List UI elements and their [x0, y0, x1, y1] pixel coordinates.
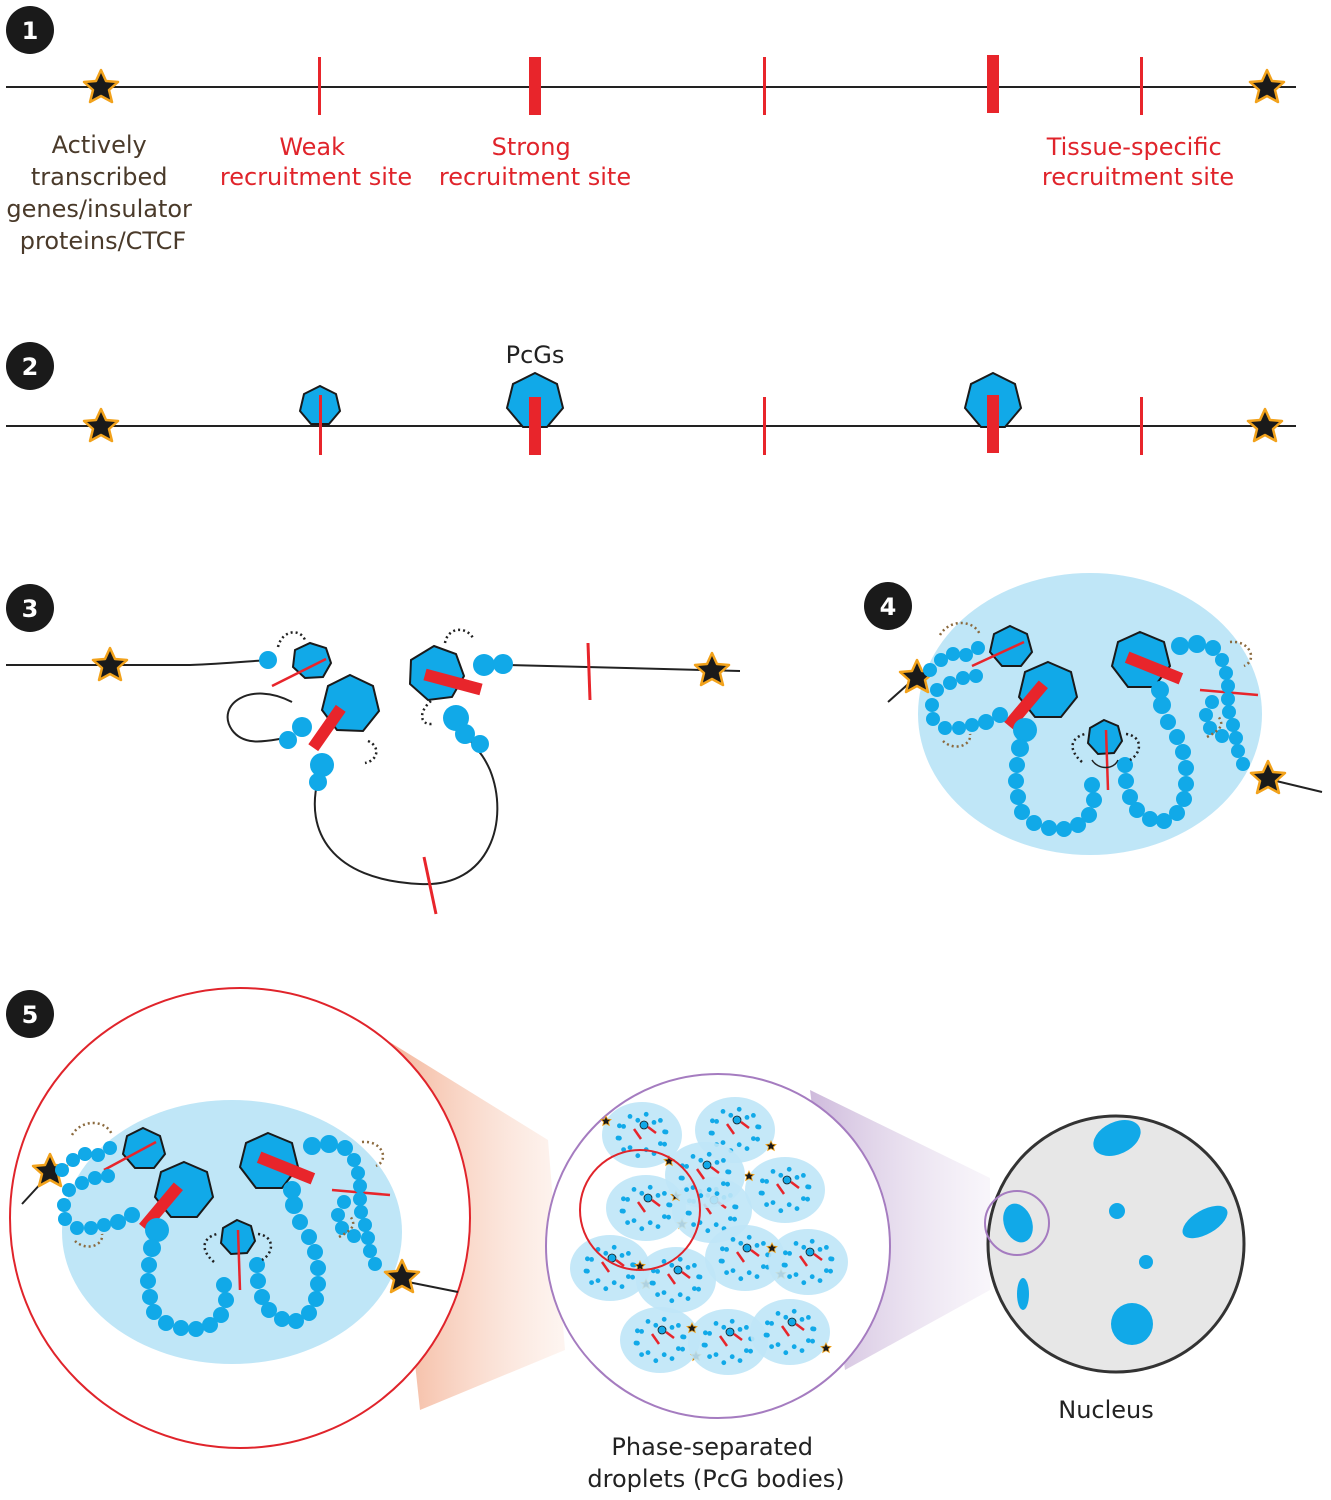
star-icon	[1248, 68, 1286, 104]
star-icon	[1246, 407, 1284, 443]
nucleosome-cluster	[259, 651, 513, 791]
svg-text:2: 2	[22, 353, 39, 381]
mini-droplet	[750, 1299, 832, 1365]
pcgs-label: PcGs	[506, 341, 565, 369]
weak-recruitment-site	[971, 640, 1025, 668]
droplet-cluster	[570, 1097, 848, 1375]
step-4-badge: 4	[864, 582, 912, 630]
panel-4	[887, 573, 1323, 855]
svg-text:3: 3	[22, 595, 39, 623]
panel-3	[6, 628, 741, 915]
mini-droplet	[663, 1142, 745, 1208]
star-icon	[91, 646, 129, 682]
nucleosome-cluster	[923, 635, 1250, 837]
svg-text:5: 5	[22, 1001, 39, 1029]
strong-recruitment-site	[139, 1182, 183, 1232]
strong-recruitment-site-2	[987, 55, 999, 113]
weak-recruitment-site-2	[763, 57, 766, 115]
weak-recruitment-site	[1104, 729, 1110, 791]
strong-recruitment-site	[308, 704, 346, 752]
strong-recruitment-site	[256, 1151, 316, 1185]
mini-droplet	[620, 1307, 702, 1373]
mini-droplet	[570, 1235, 652, 1301]
curved-arrow-icon	[1071, 732, 1141, 763]
weak-recruitment-site	[422, 856, 438, 915]
mini-droplet	[686, 1309, 768, 1375]
panel-5: Nucleus Phase-separated droplets (PcG bo…	[9, 987, 1246, 1493]
pcg-heptagon-icon	[988, 624, 1034, 667]
tissue-specific-recruitment-site	[1140, 57, 1143, 115]
strong-recruitment-site-2	[987, 395, 999, 453]
weak-recruitment-site	[271, 657, 327, 688]
svg-text:1: 1	[22, 17, 39, 45]
step-2-badge: 2	[6, 342, 54, 390]
tissue-site-label: Tissue-specific recruitment site	[1042, 133, 1234, 191]
weak-site-label: Weak recruitment site	[220, 133, 412, 191]
droplet-highlight-circle	[579, 1149, 701, 1271]
tissue-specific-recruitment-site	[1140, 397, 1143, 455]
curved-arrow-icon	[203, 1232, 273, 1263]
weak-recruitment-site	[236, 1229, 242, 1291]
star-icon	[1249, 759, 1287, 795]
strong-recruitment-site	[1124, 651, 1184, 685]
panel-1: Actively transcribed genes/insulator pro…	[6, 55, 1296, 255]
strong-recruitment-site	[423, 668, 483, 696]
mini-droplet	[705, 1225, 787, 1291]
nucleus	[986, 1114, 1246, 1374]
nucleus-label: Nucleus	[1058, 1396, 1154, 1424]
mini-droplet	[766, 1229, 848, 1295]
step-1-badge: 1	[6, 6, 54, 54]
pcg-heptagon-icon	[291, 641, 333, 680]
star-icon	[82, 407, 120, 443]
strong-recruitment-site	[529, 57, 541, 115]
nucleosome-cluster	[55, 1135, 382, 1337]
panel-2: PcGs	[6, 341, 1296, 455]
weak-recruitment-site	[318, 57, 321, 115]
mini-droplet	[600, 1102, 682, 1168]
active-genes-label: Actively transcribed genes/insulator pro…	[6, 131, 199, 255]
mini-droplet	[743, 1157, 825, 1223]
mini-droplet	[606, 1175, 688, 1241]
weak-recruitment-site	[319, 395, 322, 455]
chromatin-fiber	[1271, 779, 1323, 793]
star-icon	[693, 651, 731, 687]
mini-droplet	[634, 1247, 716, 1313]
curved-arrow-icon	[938, 621, 1253, 748]
chromatin-fiber	[6, 659, 269, 666]
droplets-label: Phase-separated droplets (PcG bodies)	[587, 1433, 844, 1493]
nucleus-zoom-circle	[984, 1190, 1050, 1256]
chromatin-loop	[313, 739, 499, 886]
step-5-badge: 5	[6, 990, 54, 1038]
weak-recruitment-site-2	[763, 397, 766, 455]
strong-recruitment-site	[1004, 680, 1048, 730]
step-3-badge: 3	[6, 584, 54, 632]
strong-recruitment-site	[529, 397, 541, 455]
weak-recruitment-site	[103, 1140, 157, 1172]
curved-arrow-icon	[276, 628, 476, 765]
curved-arrow-icon	[70, 1121, 385, 1248]
weak-recruitment-site	[586, 642, 592, 701]
chromatin-loop	[226, 692, 293, 743]
strong-site-label: Strong recruitment site	[439, 133, 631, 191]
svg-text:4: 4	[880, 593, 897, 621]
star-icon	[82, 68, 120, 104]
pcg-body-cluster	[1003, 1120, 1228, 1345]
